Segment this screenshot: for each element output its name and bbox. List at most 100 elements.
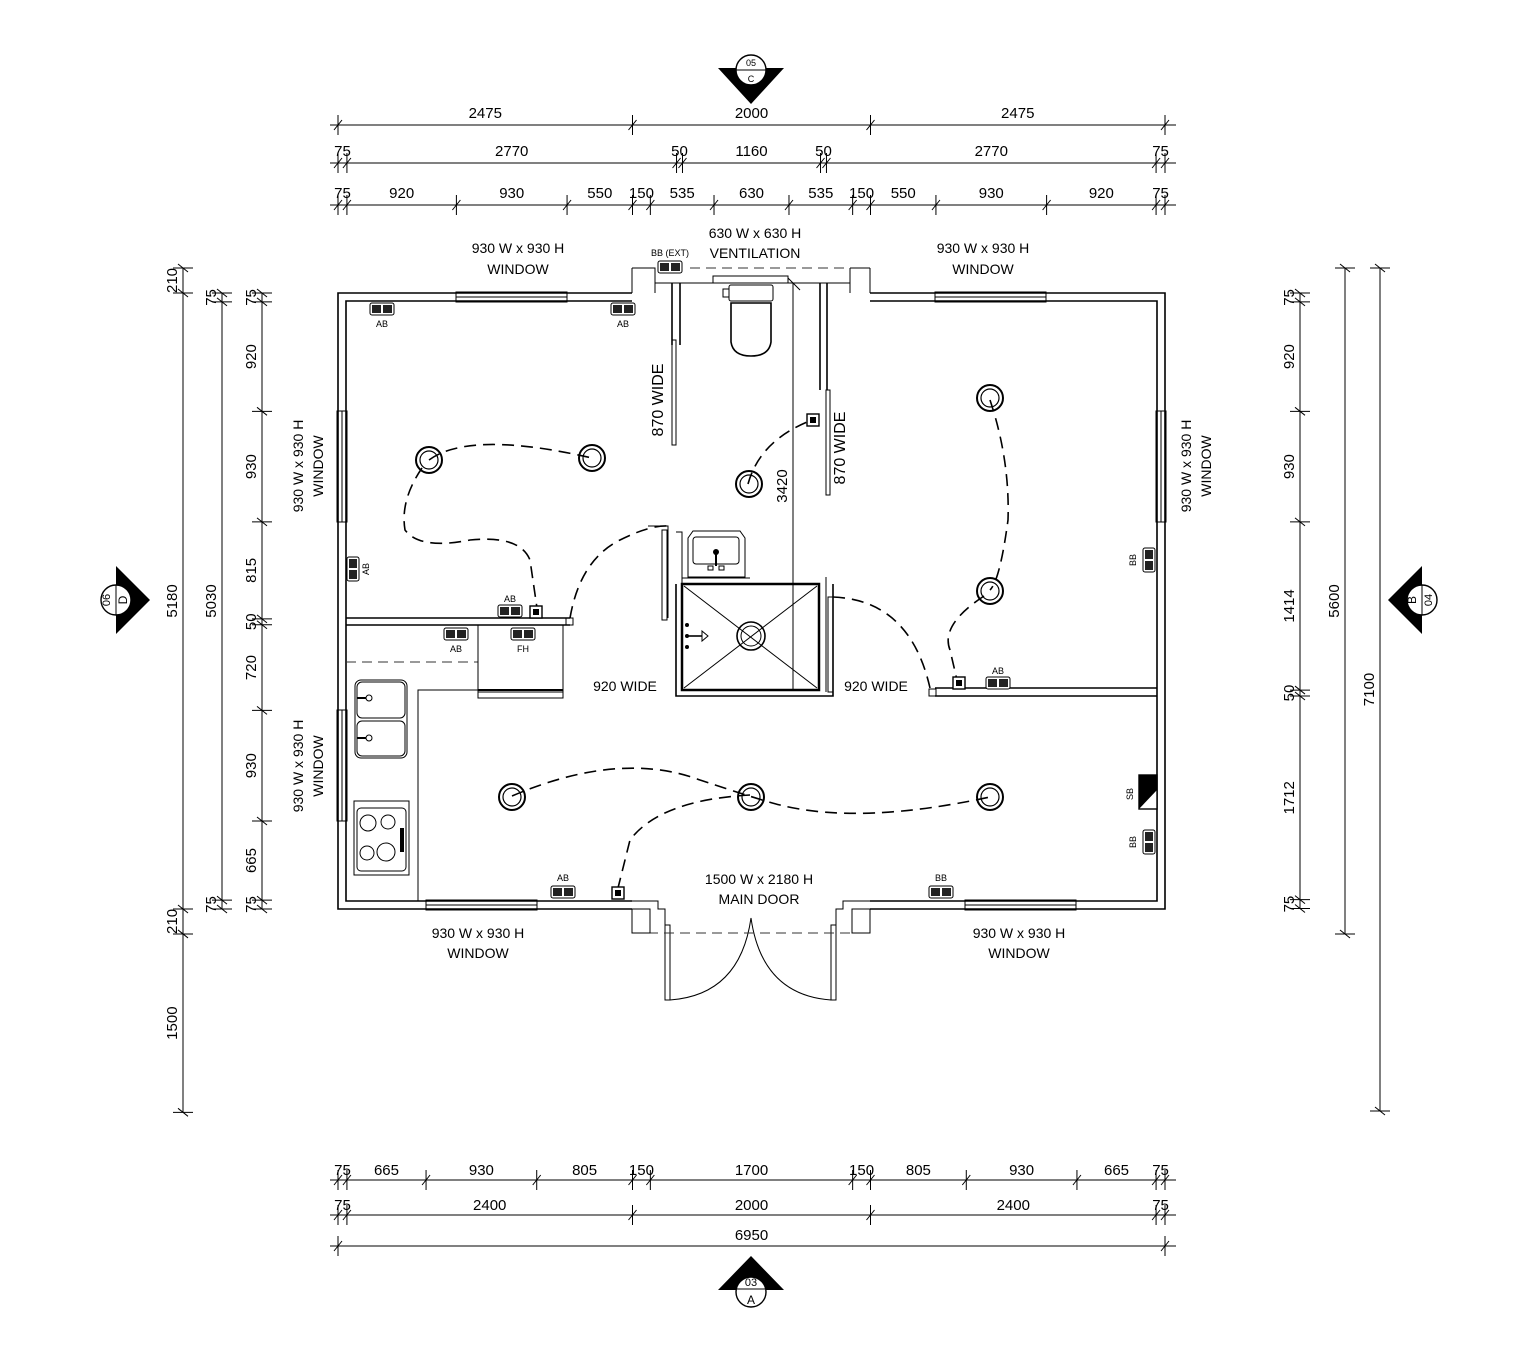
window-left-lower-label: WINDOW	[310, 735, 326, 797]
dim-tick-slash	[421, 1174, 431, 1186]
window-bottom-right-label: WINDOW	[988, 945, 1050, 961]
dim-label: 5600	[1326, 584, 1343, 617]
ceiling-light-inner	[582, 448, 602, 468]
dim-tick-slash	[177, 1107, 189, 1117]
dim-label: 920	[1089, 185, 1114, 202]
light-switch-icon[interactable]	[952, 676, 966, 690]
dim-label: 535	[670, 185, 695, 202]
double-power-outlet-icon[interactable]: AB	[443, 627, 469, 654]
ceiling-light-inner	[739, 474, 759, 494]
double-power-outlet-icon[interactable]: BB	[1128, 547, 1156, 573]
dim-label: 930	[469, 1162, 494, 1179]
dim-tick-slash	[866, 1209, 875, 1221]
dim-label: 2770	[495, 143, 528, 160]
double-power-outlet-icon[interactable]: FH	[510, 627, 536, 654]
dim-tick-slash	[1151, 157, 1161, 169]
outlet-bb-ext-label: BB (EXT)	[651, 248, 689, 258]
dim-tick-slash	[177, 288, 189, 298]
marker-number: 05	[746, 58, 756, 68]
window-top-left-size: 930 W x 930 H	[472, 240, 565, 256]
double-power-outlet-icon[interactable]: AB	[550, 873, 576, 899]
ceiling-light-inner	[980, 787, 1000, 807]
annotation-labels: 930 W x 930 H WINDOW 930 W x 930 H WINDO…	[290, 225, 1214, 961]
double-power-outlet-icon[interactable]: BB	[928, 873, 954, 899]
dim-label: 665	[243, 848, 260, 873]
door-swing-right	[750, 917, 832, 1001]
window-bottom-left-size: 930 W x 930 H	[432, 925, 525, 941]
light-switch-icon[interactable]	[611, 886, 625, 900]
dim-tick-slash	[1294, 297, 1306, 307]
window-right-label: WINDOW	[1198, 435, 1214, 497]
section-marker-right[interactable]: B 04	[1388, 566, 1438, 634]
dim-tick-slash	[216, 297, 228, 307]
window-left-upper-size: 930 W x 930 H	[290, 420, 306, 513]
dim-label: 5180	[164, 584, 181, 617]
dim-tick-slash	[1160, 119, 1170, 131]
dim-label: 75	[1152, 1197, 1169, 1214]
dim-label: 75	[203, 289, 220, 306]
ventilation-opening	[712, 275, 789, 284]
dim-label: 75	[243, 896, 260, 913]
switchboard[interactable]: SB	[1125, 774, 1158, 810]
dim-tick-slash	[678, 157, 687, 169]
window-bottom-left-label: WINDOW	[447, 945, 509, 961]
dim-tick-slash	[645, 199, 655, 211]
dim-tick-slash	[256, 904, 268, 914]
dim-label: 805	[906, 1162, 931, 1179]
bath-door-width-right: 920 WIDE	[844, 678, 908, 694]
dim-tick-slash	[333, 157, 343, 169]
dim-label: 920	[389, 185, 414, 202]
outlet-ab-label: AB	[992, 666, 1004, 676]
light-switch-icon[interactable]	[806, 413, 820, 427]
internal-dimension: 3420	[774, 469, 791, 502]
double-power-outlet-icon[interactable]: BB (EXT)	[651, 248, 689, 274]
outlet-ab-label: AB	[450, 644, 462, 654]
section-marker-top[interactable]: 05 C	[718, 54, 784, 104]
outlet-bb-label: BB	[935, 873, 947, 883]
dim-tick-slash	[342, 1209, 352, 1221]
dim-tick-slash	[342, 199, 352, 211]
dim-tick-slash	[1294, 691, 1306, 701]
marker-number: 03	[745, 1277, 757, 1289]
dim-tick-slash	[866, 199, 875, 211]
dim-tick-slash	[1160, 1174, 1170, 1186]
window-bottom-right-size: 930 W x 930 H	[973, 925, 1066, 941]
dim-tick-slash	[452, 199, 461, 211]
window-top-left-label: WINDOW	[487, 261, 549, 277]
dim-tick-slash	[256, 620, 268, 630]
double-power-outlet-icon[interactable]: AB	[369, 302, 395, 329]
ceiling-light-inner	[502, 787, 522, 807]
section-marker-left[interactable]: 06 D	[100, 566, 150, 634]
ceiling-light-inner	[980, 581, 1000, 601]
dim-tick-slash	[1151, 199, 1161, 211]
marker-letter: A	[747, 1293, 755, 1307]
outlet-bb-label: BB	[1128, 554, 1138, 566]
window-top-right-label: WINDOW	[952, 261, 1014, 277]
dim-tick-slash	[256, 895, 268, 905]
dim-label: 75	[334, 143, 351, 160]
double-power-outlet-icon[interactable]: BB	[1128, 829, 1156, 855]
section-marker-bottom[interactable]: 03 A	[718, 1256, 784, 1308]
dim-tick-slash	[816, 157, 825, 169]
dim-tick-slash	[866, 1174, 875, 1186]
dim-tick-slash	[1160, 157, 1170, 169]
double-power-outlet-icon[interactable]: AB	[497, 594, 523, 618]
ceiling-light-inner	[419, 450, 439, 470]
door-leaves[interactable]	[631, 339, 871, 1001]
dim-label: 665	[374, 1162, 399, 1179]
dim-label: 75	[243, 289, 260, 306]
double-power-outlet-icon[interactable]: AB	[346, 556, 371, 582]
dim-tick-slash	[628, 1174, 637, 1186]
dim-tick-slash	[1294, 895, 1306, 904]
dim-label: 210	[164, 909, 181, 934]
dim-tick-slash	[1160, 1209, 1170, 1221]
dim-label: 665	[1104, 1162, 1129, 1179]
double-power-outlet-icon[interactable]: AB	[610, 302, 636, 329]
windows[interactable]	[336, 275, 1167, 911]
dim-label: 1500	[164, 1006, 181, 1039]
light-switch-icon[interactable]	[529, 605, 543, 619]
double-power-outlet-icon[interactable]: AB	[985, 666, 1011, 690]
toilet-door-width-right: 870 WIDE	[832, 412, 849, 485]
dim-label: 920	[243, 344, 260, 369]
